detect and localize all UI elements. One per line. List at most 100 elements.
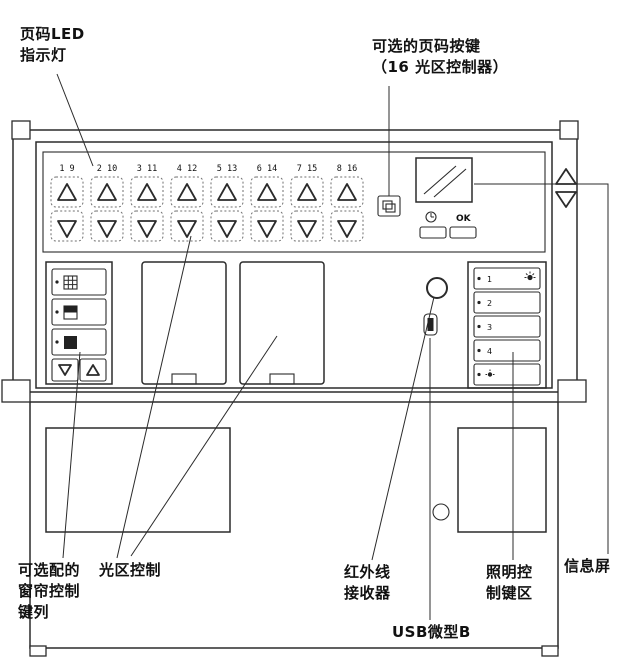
- shade-open-button: [51, 268, 107, 296]
- shade-half-icon: [63, 305, 78, 320]
- clock-icon: [425, 211, 437, 223]
- display-screen: [415, 157, 473, 203]
- zone-lower-icon: [217, 220, 237, 238]
- scene-button-1: [473, 267, 541, 290]
- scene-1-label: 1: [487, 275, 492, 284]
- zone-raise-icon: [97, 183, 117, 201]
- scene-3-label: 3: [487, 323, 492, 332]
- zone-column: 3 11: [130, 164, 164, 242]
- callout-usb: USB微型B: [392, 622, 471, 643]
- zone-pair-label: 7 15: [297, 164, 317, 174]
- curtain-keypad: [45, 261, 113, 385]
- zone-pair-label: 4 12: [177, 164, 197, 174]
- back-box: [29, 401, 559, 649]
- callout-line: 可选配的: [18, 561, 81, 579]
- zone-column: 1 9: [50, 164, 84, 242]
- foot-tab-left: [29, 645, 47, 657]
- zone-lower-button-outline: [170, 210, 204, 242]
- scene-button-2: [473, 291, 541, 314]
- ir-receiver-icon: [426, 277, 448, 299]
- zone-lower-icon: [297, 220, 317, 238]
- zone-raise-button-outline: [210, 176, 244, 208]
- usb-micro-b-icon: [423, 313, 438, 336]
- ok-button: [449, 226, 477, 239]
- zone-lower-button-outline: [50, 210, 84, 242]
- faceplate: [35, 141, 553, 389]
- callout-line: （16 光区控制器）: [372, 58, 509, 76]
- triangle-down-icon: [58, 364, 72, 376]
- side-flange-right: [557, 379, 587, 403]
- clock-button: [419, 226, 447, 239]
- callout-line: 键列: [18, 603, 50, 621]
- callout-line: 指示灯: [20, 46, 67, 64]
- screen-up-icon: [555, 168, 577, 185]
- callout-ir: 红外线 接收器: [344, 562, 391, 604]
- zone-lower-button-outline: [130, 210, 164, 242]
- leader-lines: [56, 73, 609, 620]
- zone-lower-icon: [257, 220, 277, 238]
- callout-line: 红外线: [344, 563, 391, 581]
- shade-closed-icon: [64, 336, 77, 349]
- ok-label: OK: [456, 214, 472, 224]
- foot-tab-right: [541, 645, 559, 657]
- zone-lower-button-outline: [210, 210, 244, 242]
- leader-zone-1: [116, 235, 192, 559]
- scene-button-3: [473, 315, 541, 338]
- callout-line: 照明控: [486, 563, 533, 581]
- zone-raise-icon: [137, 183, 157, 201]
- back-box-cutout-right: [457, 427, 547, 533]
- callout-line: 信息屏: [564, 557, 611, 575]
- page-button: [377, 195, 401, 217]
- module-2-tab: [269, 373, 295, 385]
- corner-tab-right: [559, 120, 579, 140]
- shade-lower-button: [51, 358, 79, 382]
- callout-info-screen: 信息屏: [564, 556, 611, 577]
- zone-raise-icon: [217, 183, 237, 201]
- zone-column: 5 13: [210, 164, 244, 242]
- zone-raise-button-outline: [330, 176, 364, 208]
- zone-raise-button-outline: [50, 176, 84, 208]
- module-1-tab: [171, 373, 197, 385]
- zone-column: 7 15: [290, 164, 324, 242]
- shade-half-button: [51, 298, 107, 326]
- info-display: [415, 157, 473, 203]
- callout-line: 页码LED: [20, 25, 85, 43]
- zone-lower-button-outline: [330, 210, 364, 242]
- shade-open-icon: [63, 275, 78, 290]
- zone-lower-icon: [57, 220, 77, 238]
- shade-raise-button: [79, 358, 107, 382]
- zone-lower-icon: [337, 220, 357, 238]
- blank-module-2: [239, 261, 325, 385]
- upper-chassis: [12, 129, 578, 393]
- leader-zone-2: [130, 335, 278, 557]
- callout-page-led: 页码LED 指示灯: [20, 24, 85, 66]
- leader-curtain: [62, 351, 81, 559]
- mounting-hole: [432, 503, 450, 521]
- leader-info-screen: [474, 183, 609, 554]
- callout-line: 制键区: [486, 584, 533, 602]
- callout-curtain: 可选配的 窗帘控制 键列: [18, 560, 80, 623]
- zone-pair-label: 8 16: [337, 164, 357, 174]
- scene-button-4: [473, 339, 541, 362]
- pages-icon: [382, 200, 396, 213]
- zone-column: 6 14: [250, 164, 284, 242]
- zone-raise-icon: [177, 183, 197, 201]
- callout-line: 可选的页码按键: [372, 37, 481, 55]
- callout-zone: 光区控制: [99, 560, 161, 581]
- leader-ir: [371, 296, 435, 561]
- zone-strip: [42, 151, 546, 253]
- back-box-cutout-left: [45, 427, 231, 533]
- off-button: [473, 363, 541, 386]
- lamp-bright-icon: [524, 271, 536, 281]
- zone-pair-label: 5 13: [217, 164, 237, 174]
- zone-raise-icon: [337, 183, 357, 201]
- zone-raise-button-outline: [90, 176, 124, 208]
- zone-raise-icon: [297, 183, 317, 201]
- blank-module-1: [141, 261, 227, 385]
- shade-closed-button: [51, 328, 107, 356]
- zone-column: 2 10: [90, 164, 124, 242]
- zone-raise-button-outline: [290, 176, 324, 208]
- zone-raise-icon: [57, 183, 77, 201]
